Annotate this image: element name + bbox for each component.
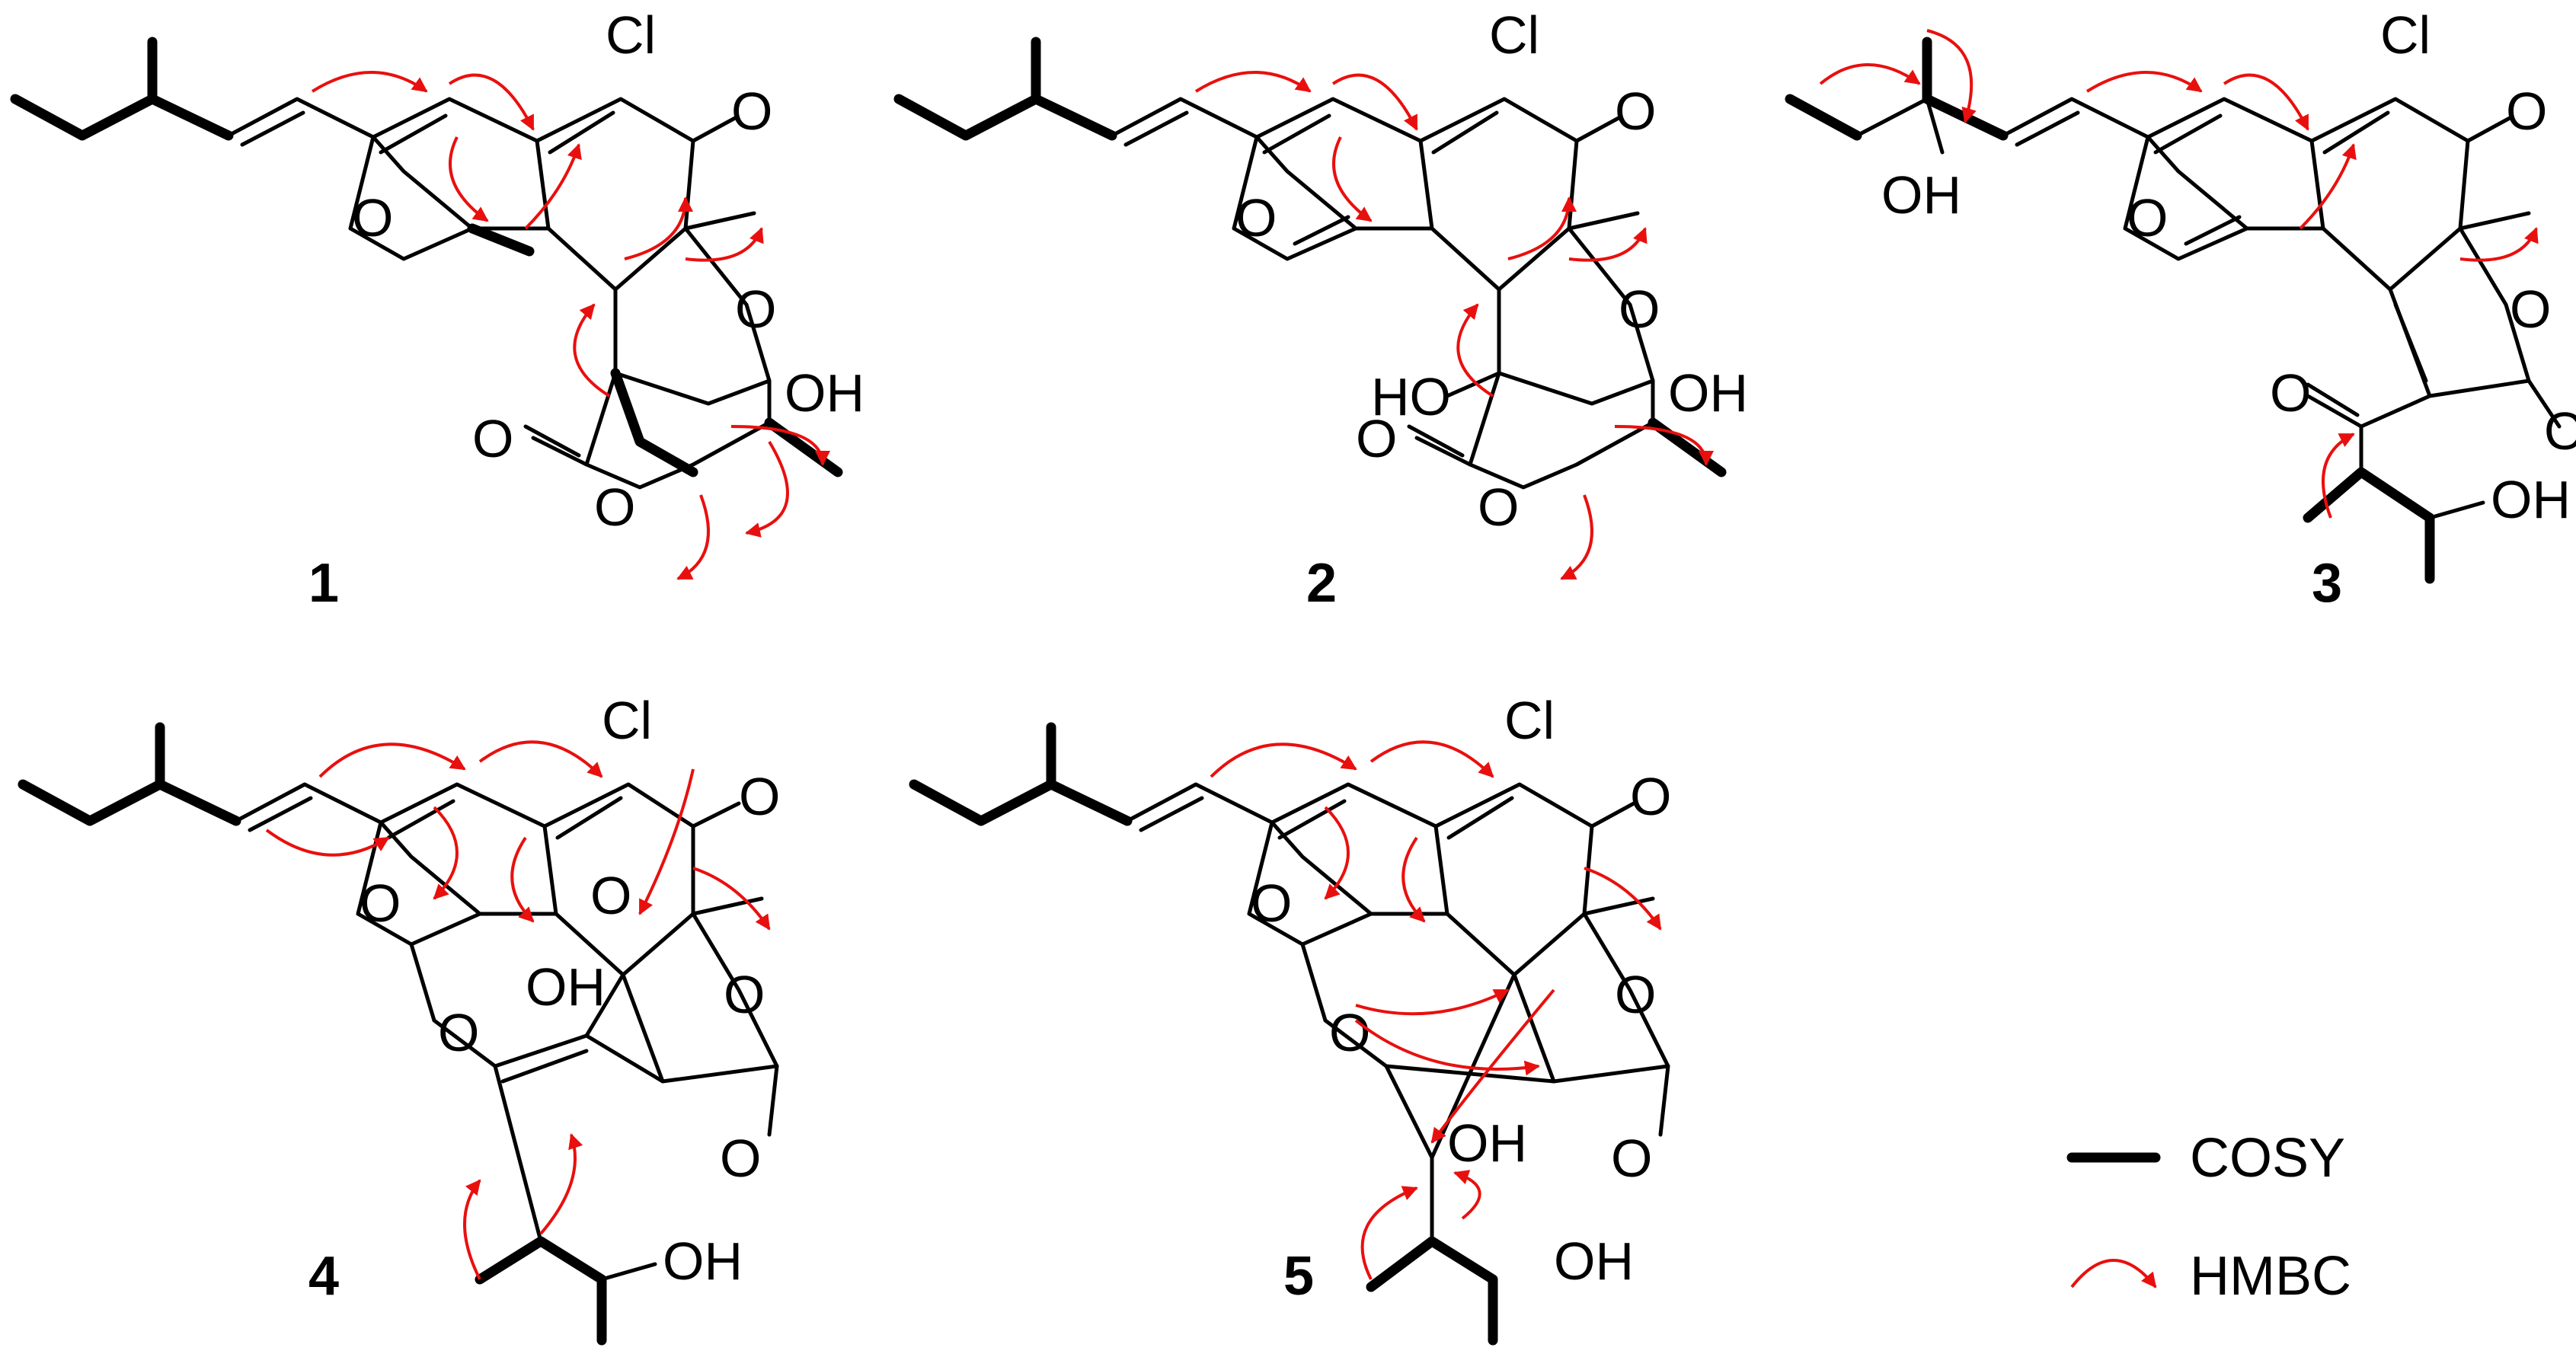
- ketone-oxygen-label: O: [1615, 81, 1656, 141]
- compound-4-cosy-bonds: [18, 722, 607, 1346]
- furan-oxygen-label: O: [1619, 279, 1660, 339]
- compound-2-skeleton: [1110, 97, 1655, 490]
- compound-label-4: 4: [308, 1246, 339, 1307]
- compound-label-2: 2: [1306, 553, 1337, 614]
- compound-3-atom-labels: Cl O O OH O O O OH: [1881, 5, 2576, 529]
- lactone-carbonyl-oxygen-label: O: [720, 1129, 761, 1188]
- chlorine-label: Cl: [1489, 5, 1539, 65]
- lactone-ring-oxygen-label: O: [724, 965, 765, 1024]
- compound-1-skeleton: [226, 97, 772, 490]
- legend-hmbc-swatch: [2070, 1259, 2157, 1289]
- compound-1-cosy-bonds: [10, 37, 843, 477]
- ketone-oxygen-label: O: [2506, 81, 2547, 141]
- compound-label-5: 5: [1283, 1246, 1314, 1307]
- compound-5-skeleton: [1125, 782, 1670, 1244]
- terminal-hydroxyl-label: OH: [2491, 470, 2571, 529]
- compound-3-structure: Cl O O OH O O O OH 3: [1785, 5, 2576, 614]
- compound-1-hmbc-arrows: [311, 71, 830, 580]
- legend: COSY HMBC: [2066, 1128, 2351, 1307]
- hydroxyl-label: OH: [785, 363, 865, 423]
- pyran-oxygen-label: O: [1251, 873, 1292, 933]
- compound-label-1: 1: [308, 553, 339, 614]
- side-chain-hydroxyl-label: OH: [1881, 165, 1961, 225]
- acyl-oxygen-label: O: [2270, 363, 2311, 423]
- compound-5-structure: Cl O O O O O OH OH 5: [909, 691, 1671, 1346]
- compound-1-atom-labels: Cl O O O OH O O: [352, 5, 865, 537]
- pyran-oxygen-label: O: [360, 873, 401, 933]
- acetal-oxygen-label: O: [1329, 1003, 1370, 1062]
- ketone-oxygen-label: O: [739, 767, 780, 826]
- hydroxyl-label: OH: [1447, 1113, 1527, 1173]
- bridge-oxygen-label: O: [590, 866, 631, 925]
- compound-4-hmbc-arrows: [265, 740, 771, 1280]
- acetal-oxygen-label: O: [438, 1003, 479, 1062]
- ketone-oxygen-label: O: [731, 81, 772, 141]
- chlorine-label: Cl: [1504, 691, 1555, 750]
- compound-3-hmbc-arrows: [1819, 29, 2539, 519]
- compound-5-cosy-bonds: [909, 722, 1498, 1346]
- lactone-carbonyl-oxygen-label: O: [1356, 409, 1397, 468]
- compound-1-structure: Cl O O O OH O O 1: [10, 5, 865, 614]
- lactone-ring-oxygen-label: O: [1478, 477, 1519, 537]
- furanone-carbonyl-oxygen-label: O: [2544, 401, 2576, 461]
- pyran-oxygen-label: O: [2127, 188, 2168, 247]
- compound-5-atom-labels: Cl O O O O O OH OH: [1251, 691, 1671, 1291]
- chlorine-label: Cl: [2380, 5, 2431, 65]
- legend-hmbc-label: HMBC: [2190, 1246, 2351, 1307]
- lactone-carbonyl-oxygen-label: O: [472, 409, 513, 468]
- furan-oxygen-label: O: [735, 279, 776, 339]
- compound-3-skeleton: [1855, 97, 2562, 520]
- compound-label-3: 3: [2312, 553, 2342, 614]
- chlorine-label: Cl: [606, 5, 656, 65]
- legend-item-cosy: COSY: [2066, 1128, 2345, 1189]
- compound-2-atom-labels: Cl O O O OH HO O O: [1235, 5, 1748, 537]
- compound-4-skeleton: [234, 782, 779, 1282]
- lactone-carbonyl-oxygen-label: O: [1611, 1129, 1652, 1188]
- hydroxyl-label: OH: [526, 957, 606, 1017]
- compound-5-hmbc-arrows: [1210, 740, 1662, 1280]
- lactone-ring-oxygen-label: O: [1615, 965, 1656, 1024]
- legend-item-hmbc: HMBC: [2070, 1246, 2351, 1307]
- terminal-hydroxyl-label: OH: [663, 1231, 743, 1291]
- compound-4-atom-labels: Cl O O O O OH O O OH: [360, 691, 780, 1291]
- terminal-hydroxyl-label: OH: [1554, 1231, 1634, 1291]
- ketone-oxygen-label: O: [1630, 767, 1671, 826]
- compound-4-structure: Cl O O O O OH O O OH 4: [18, 691, 780, 1346]
- furanone-oxygen-label: O: [2510, 279, 2551, 339]
- pyran-oxygen-label: O: [1235, 188, 1277, 247]
- compound-2-structure: Cl O O O OH HO O O 2: [893, 5, 1748, 614]
- compound-2-cosy-bonds: [893, 37, 1727, 477]
- pyran-oxygen-label: O: [352, 188, 393, 247]
- hydroxyl-left-label: HO: [1371, 367, 1451, 426]
- chlorine-label: Cl: [602, 691, 652, 750]
- hydroxyl-label: OH: [1668, 363, 1748, 423]
- compound-2-hmbc-arrows: [1194, 71, 1714, 580]
- lactone-ring-oxygen-label: O: [594, 477, 635, 537]
- legend-cosy-label: COSY: [2190, 1128, 2345, 1189]
